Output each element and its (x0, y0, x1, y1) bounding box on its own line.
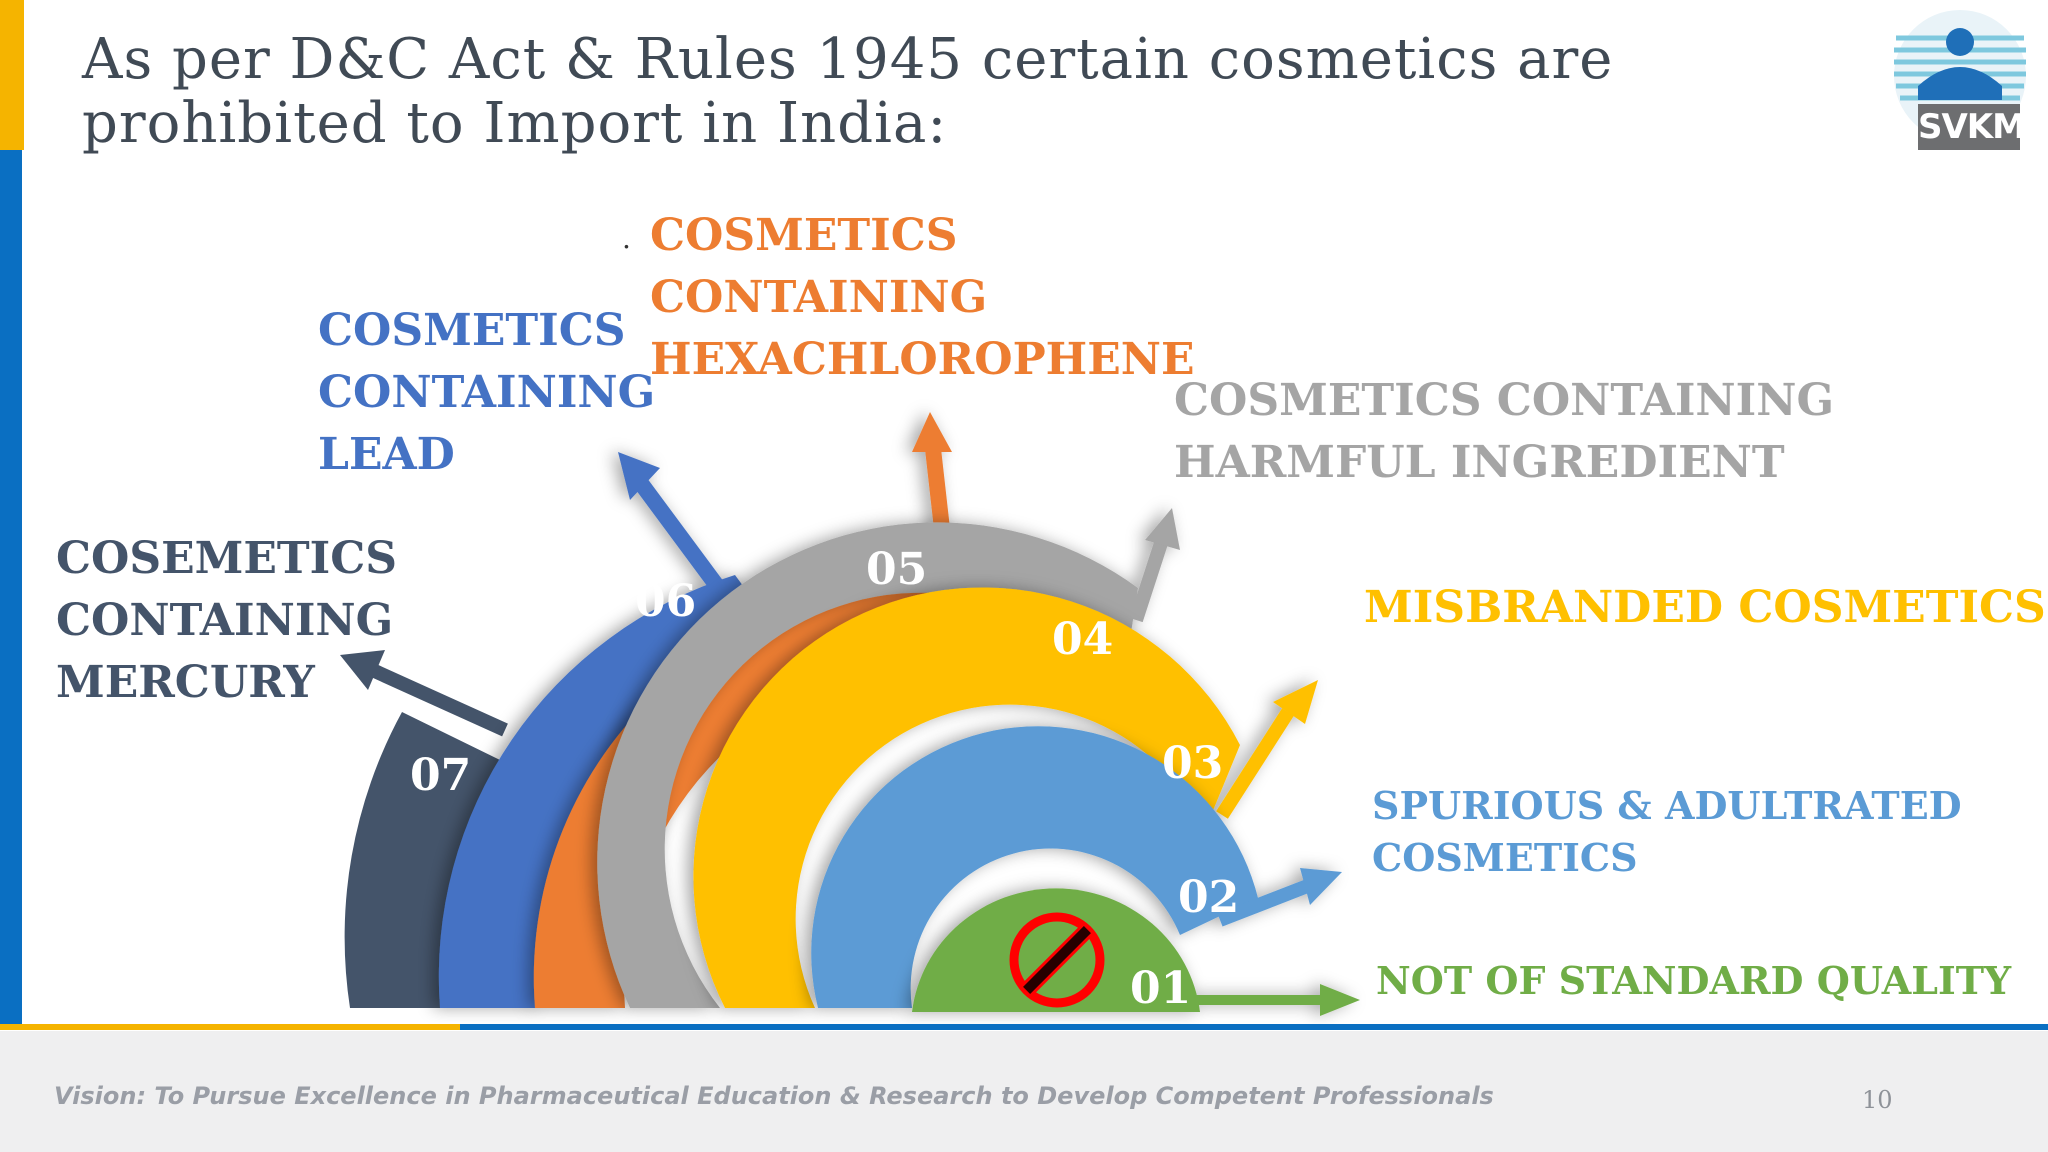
number-02: 02 (1178, 872, 1239, 923)
arc-06 (438, 452, 790, 1008)
number-07: 07 (410, 750, 471, 801)
label-01: NOT OF STANDARD QUALITY (1376, 958, 2012, 1003)
arc-02 (811, 726, 1342, 1008)
vision-statement: Vision: To Pursue Excellence in Pharmace… (54, 1082, 1494, 1110)
left-accent-bar-top (0, 0, 24, 150)
title-line-1: As per D&C Act & Rules 1945 certain cosm… (82, 27, 1614, 92)
label-03: MISBRANDED COSMETICS (1364, 582, 2046, 633)
number-05: 05 (866, 544, 927, 595)
number-03: 03 (1162, 738, 1223, 789)
logo-text: SVKM (1918, 104, 2026, 150)
bottom-accent-line-blue (460, 1024, 2048, 1030)
label-04: COSMETICS CONTAINING HARMFUL INGREDIENT (1174, 375, 1835, 488)
slide-title: As per D&C Act & Rules 1945 certain cosm… (82, 28, 1702, 156)
label-06: COSMETICS CONTAINING LEAD (318, 305, 656, 480)
stray-mark: . (622, 222, 631, 255)
label-05: COSMETICS CONTAINING HEXACHLOROPHENE (650, 210, 1195, 385)
label-02: SPURIOUS & ADULTRATED COSMETICS (1372, 783, 1962, 880)
arc-04 (597, 508, 1180, 1008)
footer (0, 1031, 2048, 1152)
bottom-accent-line-yellow (0, 1024, 460, 1030)
arc-03 (693, 587, 1318, 1008)
label-07: COSEMETICS CONTAINING MERCURY (56, 533, 398, 708)
left-accent-bar (0, 0, 22, 1025)
page-number: 10 (1862, 1086, 1893, 1114)
number-01: 01 (1130, 963, 1191, 1014)
number-04: 04 (1052, 614, 1113, 665)
prohibited-icon (1009, 912, 1105, 1008)
title-line-2: prohibited to Import in India: (82, 91, 948, 156)
arc-07 (340, 650, 508, 1008)
number-06: 06 (635, 576, 696, 627)
